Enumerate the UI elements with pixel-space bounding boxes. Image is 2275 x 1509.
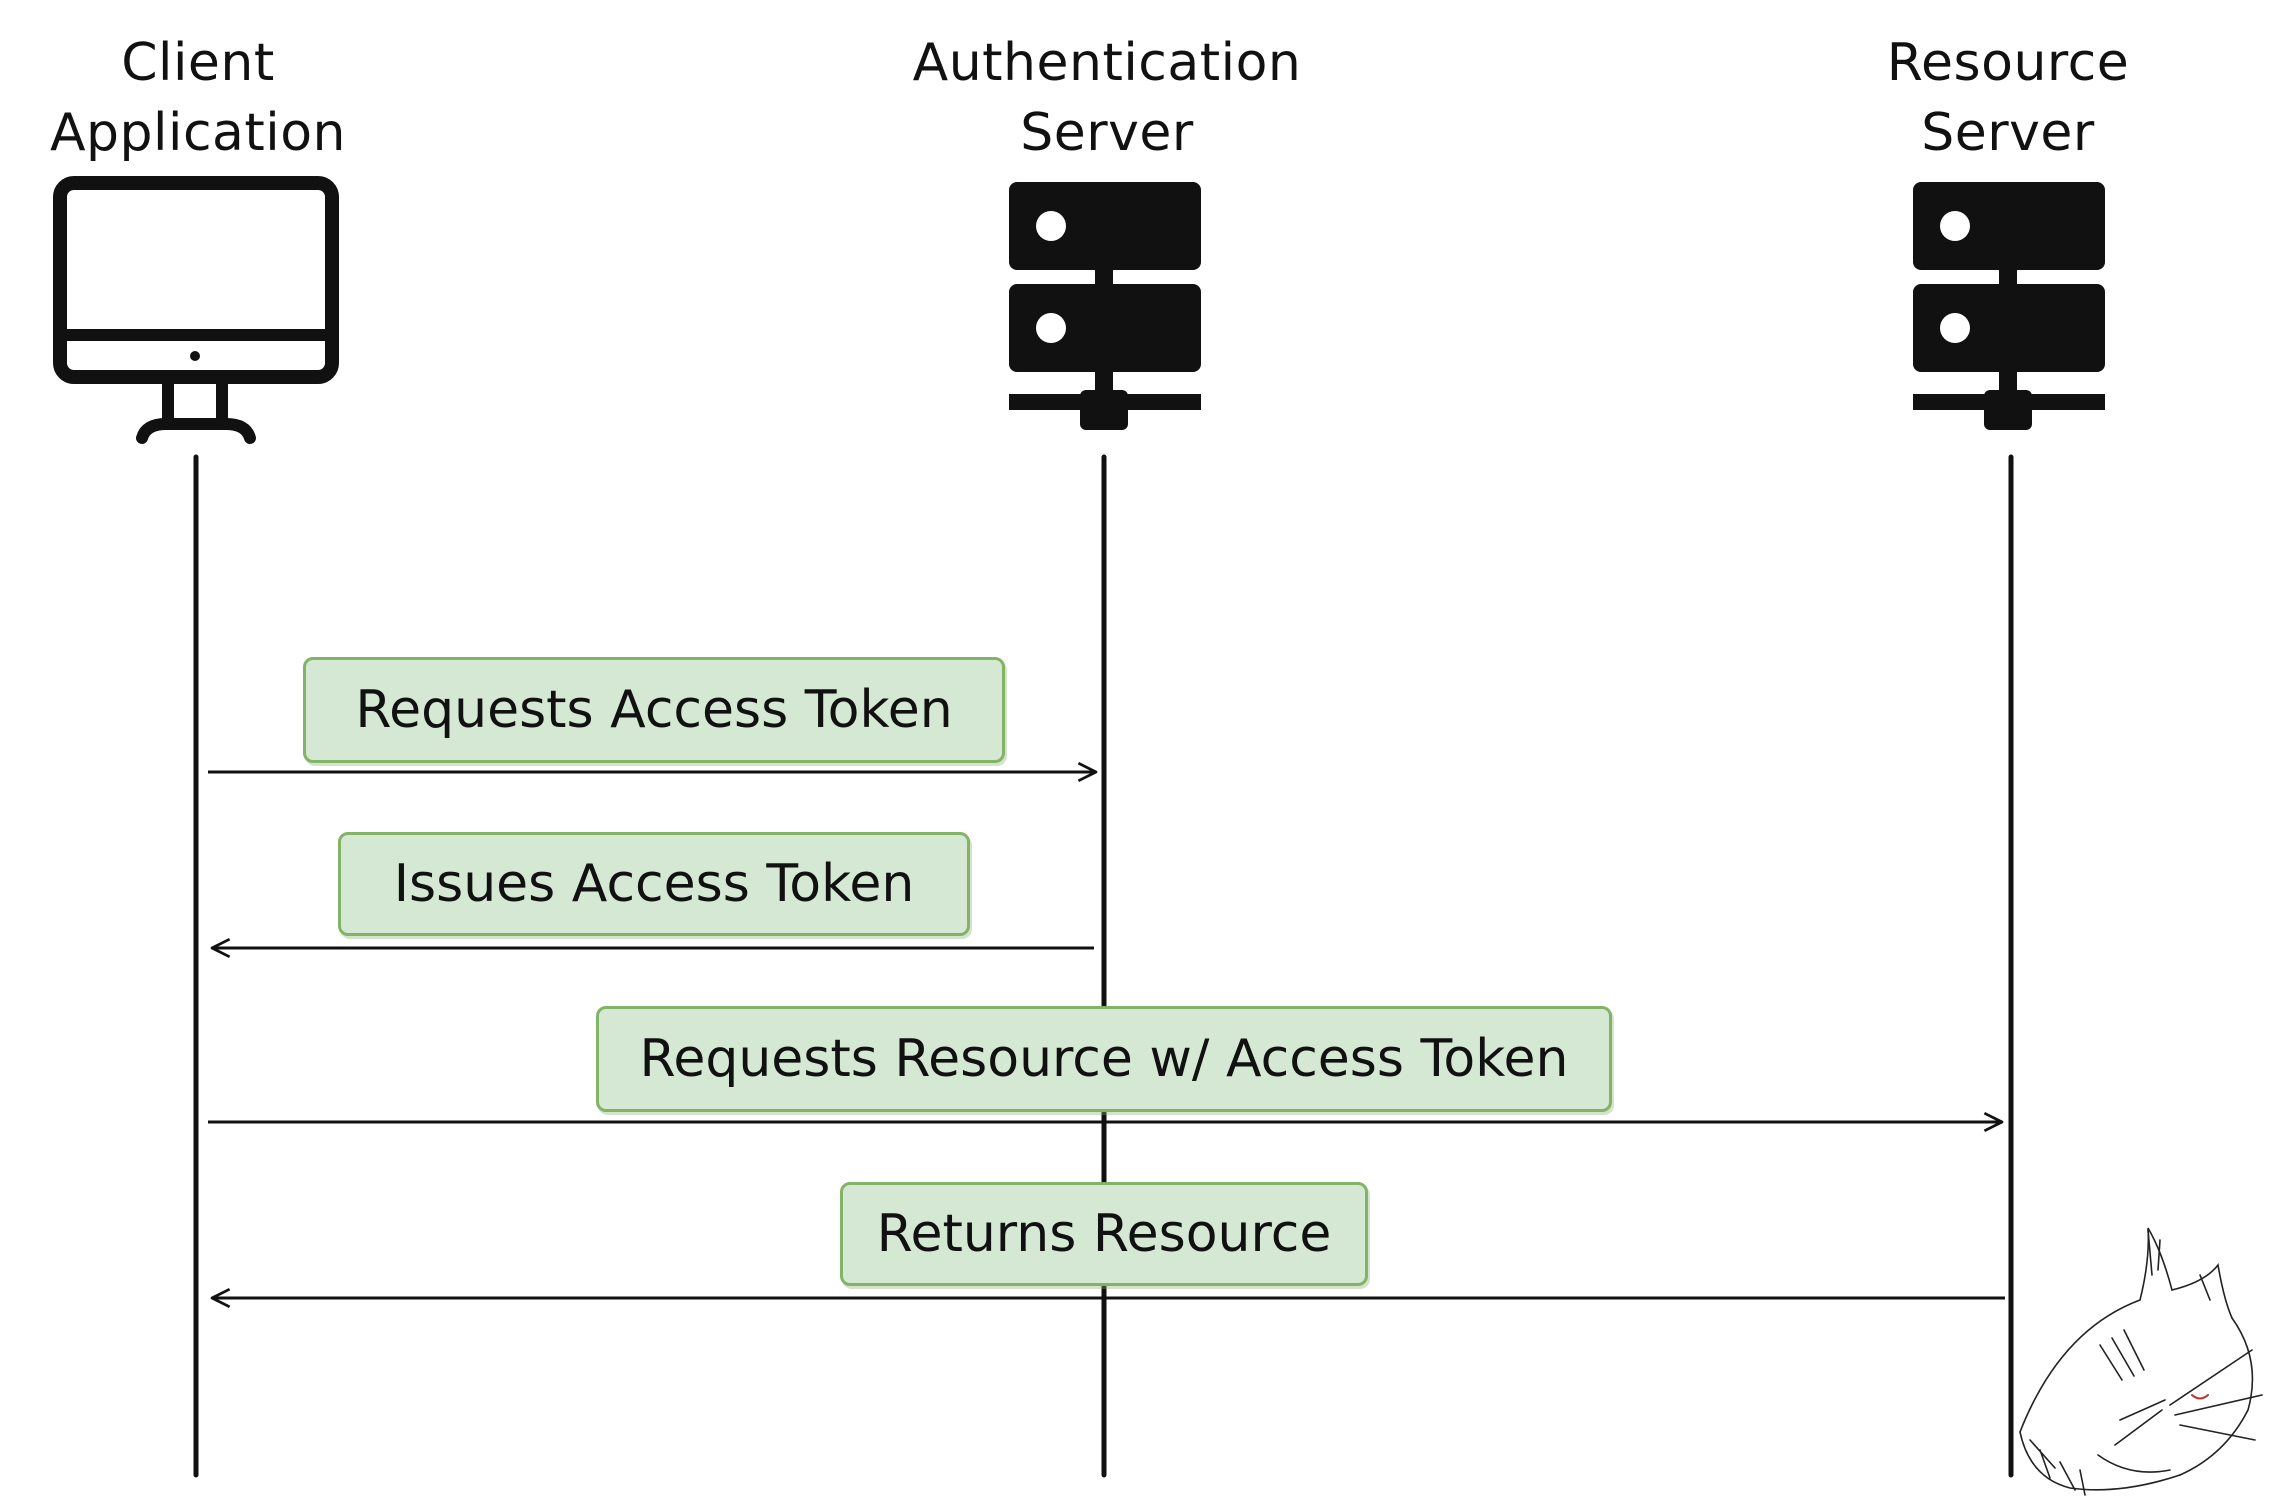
actor-label-client-line1: Client <box>121 33 275 93</box>
actor-label-auth-line2: Server <box>1020 103 1194 163</box>
actor-label-client-line2: Application <box>49 103 347 163</box>
sleeping-cat-icon <box>2019 1227 2263 1496</box>
message-label-issue-token: Issues Access Token <box>338 832 970 936</box>
actor-label-resource-line2: Server <box>1921 103 2095 163</box>
message-label-return-resource: Returns Resource <box>840 1182 1368 1286</box>
actor-label-auth: Authentication Server <box>877 28 1337 168</box>
message-label-request-resource: Requests Resource w/ Access Token <box>596 1006 1612 1112</box>
actor-label-client: Client Application <box>0 28 428 168</box>
server-rack-icon <box>1913 182 2105 430</box>
server-rack-icon <box>1009 182 1201 430</box>
message-label-request-token: Requests Access Token <box>303 657 1005 763</box>
actor-label-resource: Resource Server <box>1778 28 2238 168</box>
actor-label-auth-line1: Authentication <box>912 33 1302 93</box>
desktop-monitor-icon <box>53 176 339 444</box>
actor-label-resource-line1: Resource <box>1886 33 2130 93</box>
